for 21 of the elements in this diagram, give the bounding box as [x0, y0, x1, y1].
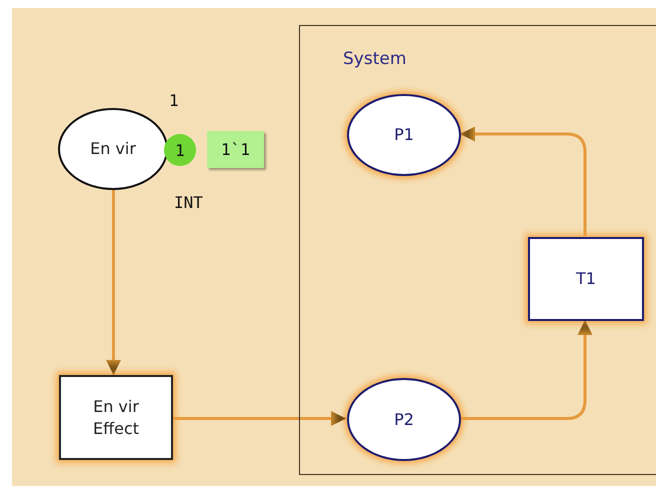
- arc-arrow: [460, 320, 592, 420]
- transition-label: En vir Effect: [92, 396, 140, 440]
- arc-arrow: [106, 190, 121, 375]
- place-label: P2: [394, 408, 414, 430]
- arc-arrow: [173, 411, 346, 426]
- module-heading: System: [343, 49, 406, 69]
- marking-text: 1`1: [221, 140, 250, 159]
- transition-box: [528, 237, 644, 321]
- transition-label: T1: [576, 268, 596, 290]
- module-frame: [299, 25, 656, 475]
- place-label: En vir: [90, 138, 136, 160]
- place-ellipse: [347, 94, 461, 176]
- marking-box: [207, 131, 264, 168]
- transition-box: [59, 375, 173, 460]
- place-ellipse: [347, 378, 461, 461]
- place-annotation: INT: [174, 193, 203, 212]
- place-label: P1: [394, 124, 414, 146]
- token-count: 1: [175, 140, 185, 160]
- arc-arrow: [460, 126, 586, 236]
- place-annotation: 1: [169, 91, 179, 110]
- token-circle: [164, 134, 196, 166]
